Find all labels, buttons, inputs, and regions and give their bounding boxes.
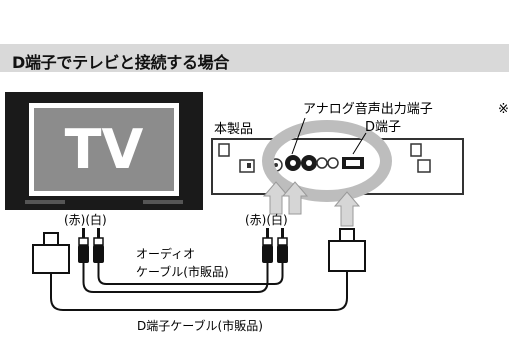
tv-screen bbox=[34, 108, 174, 191]
device-screw-center bbox=[274, 163, 278, 167]
left-connector-colors: (赤)(白) bbox=[64, 212, 107, 227]
analog-audio-label: アナログ音声出力端子 bbox=[303, 101, 433, 117]
tv-foot-left bbox=[25, 200, 65, 204]
d-terminal-label: D端子 bbox=[365, 120, 401, 135]
d-terminal-cable bbox=[50, 281, 348, 311]
video-port-2 bbox=[327, 157, 339, 169]
audio-cable bbox=[82, 270, 284, 293]
audio-cable-label-line2: ケーブル(市販品) bbox=[136, 264, 229, 279]
device-port-small bbox=[218, 143, 230, 157]
output-ports bbox=[285, 155, 364, 171]
tv-screen-text: TV bbox=[65, 118, 144, 181]
tv-foot-right bbox=[143, 200, 183, 204]
tv-illustration: TV bbox=[5, 92, 203, 210]
device-port-right bbox=[417, 159, 431, 173]
left-d-connector bbox=[32, 232, 70, 283]
device-port-small-right bbox=[410, 143, 422, 157]
d-cable-label: D端子ケーブル(市販品) bbox=[137, 318, 263, 333]
footnote-mark: ※ bbox=[498, 102, 509, 117]
right-connector-colors: (赤)(白) bbox=[245, 212, 288, 227]
arrow-d-terminal bbox=[333, 191, 361, 227]
section-title: D端子でテレビと接続する場合 bbox=[12, 53, 230, 72]
analog-audio-pointer bbox=[291, 117, 306, 155]
arrow-red-audio bbox=[262, 181, 290, 215]
right-rca-plug-white bbox=[277, 228, 288, 270]
device-network-port-inner bbox=[247, 163, 251, 168]
right-d-connector bbox=[328, 228, 366, 281]
device-illustration bbox=[211, 138, 464, 195]
right-rca-plugs bbox=[262, 228, 288, 270]
red-audio-port-center bbox=[290, 160, 296, 166]
highlight-ring bbox=[262, 120, 392, 202]
left-rca-plug-red bbox=[78, 228, 89, 270]
d-terminal-pointer bbox=[352, 132, 367, 155]
d-terminal-port-inner bbox=[346, 160, 360, 166]
audio-cable-label-line1: オーディオ bbox=[136, 246, 195, 261]
left-rca-plug-white bbox=[93, 228, 104, 270]
right-rca-plug-red bbox=[262, 228, 273, 270]
arrow-white-audio bbox=[281, 181, 309, 215]
white-audio-port-center bbox=[306, 160, 312, 166]
device-label: 本製品 bbox=[214, 122, 253, 137]
video-port bbox=[316, 157, 328, 169]
connection-arrows bbox=[262, 181, 361, 227]
left-rca-plugs bbox=[78, 228, 104, 270]
section-header-bar bbox=[0, 44, 509, 72]
